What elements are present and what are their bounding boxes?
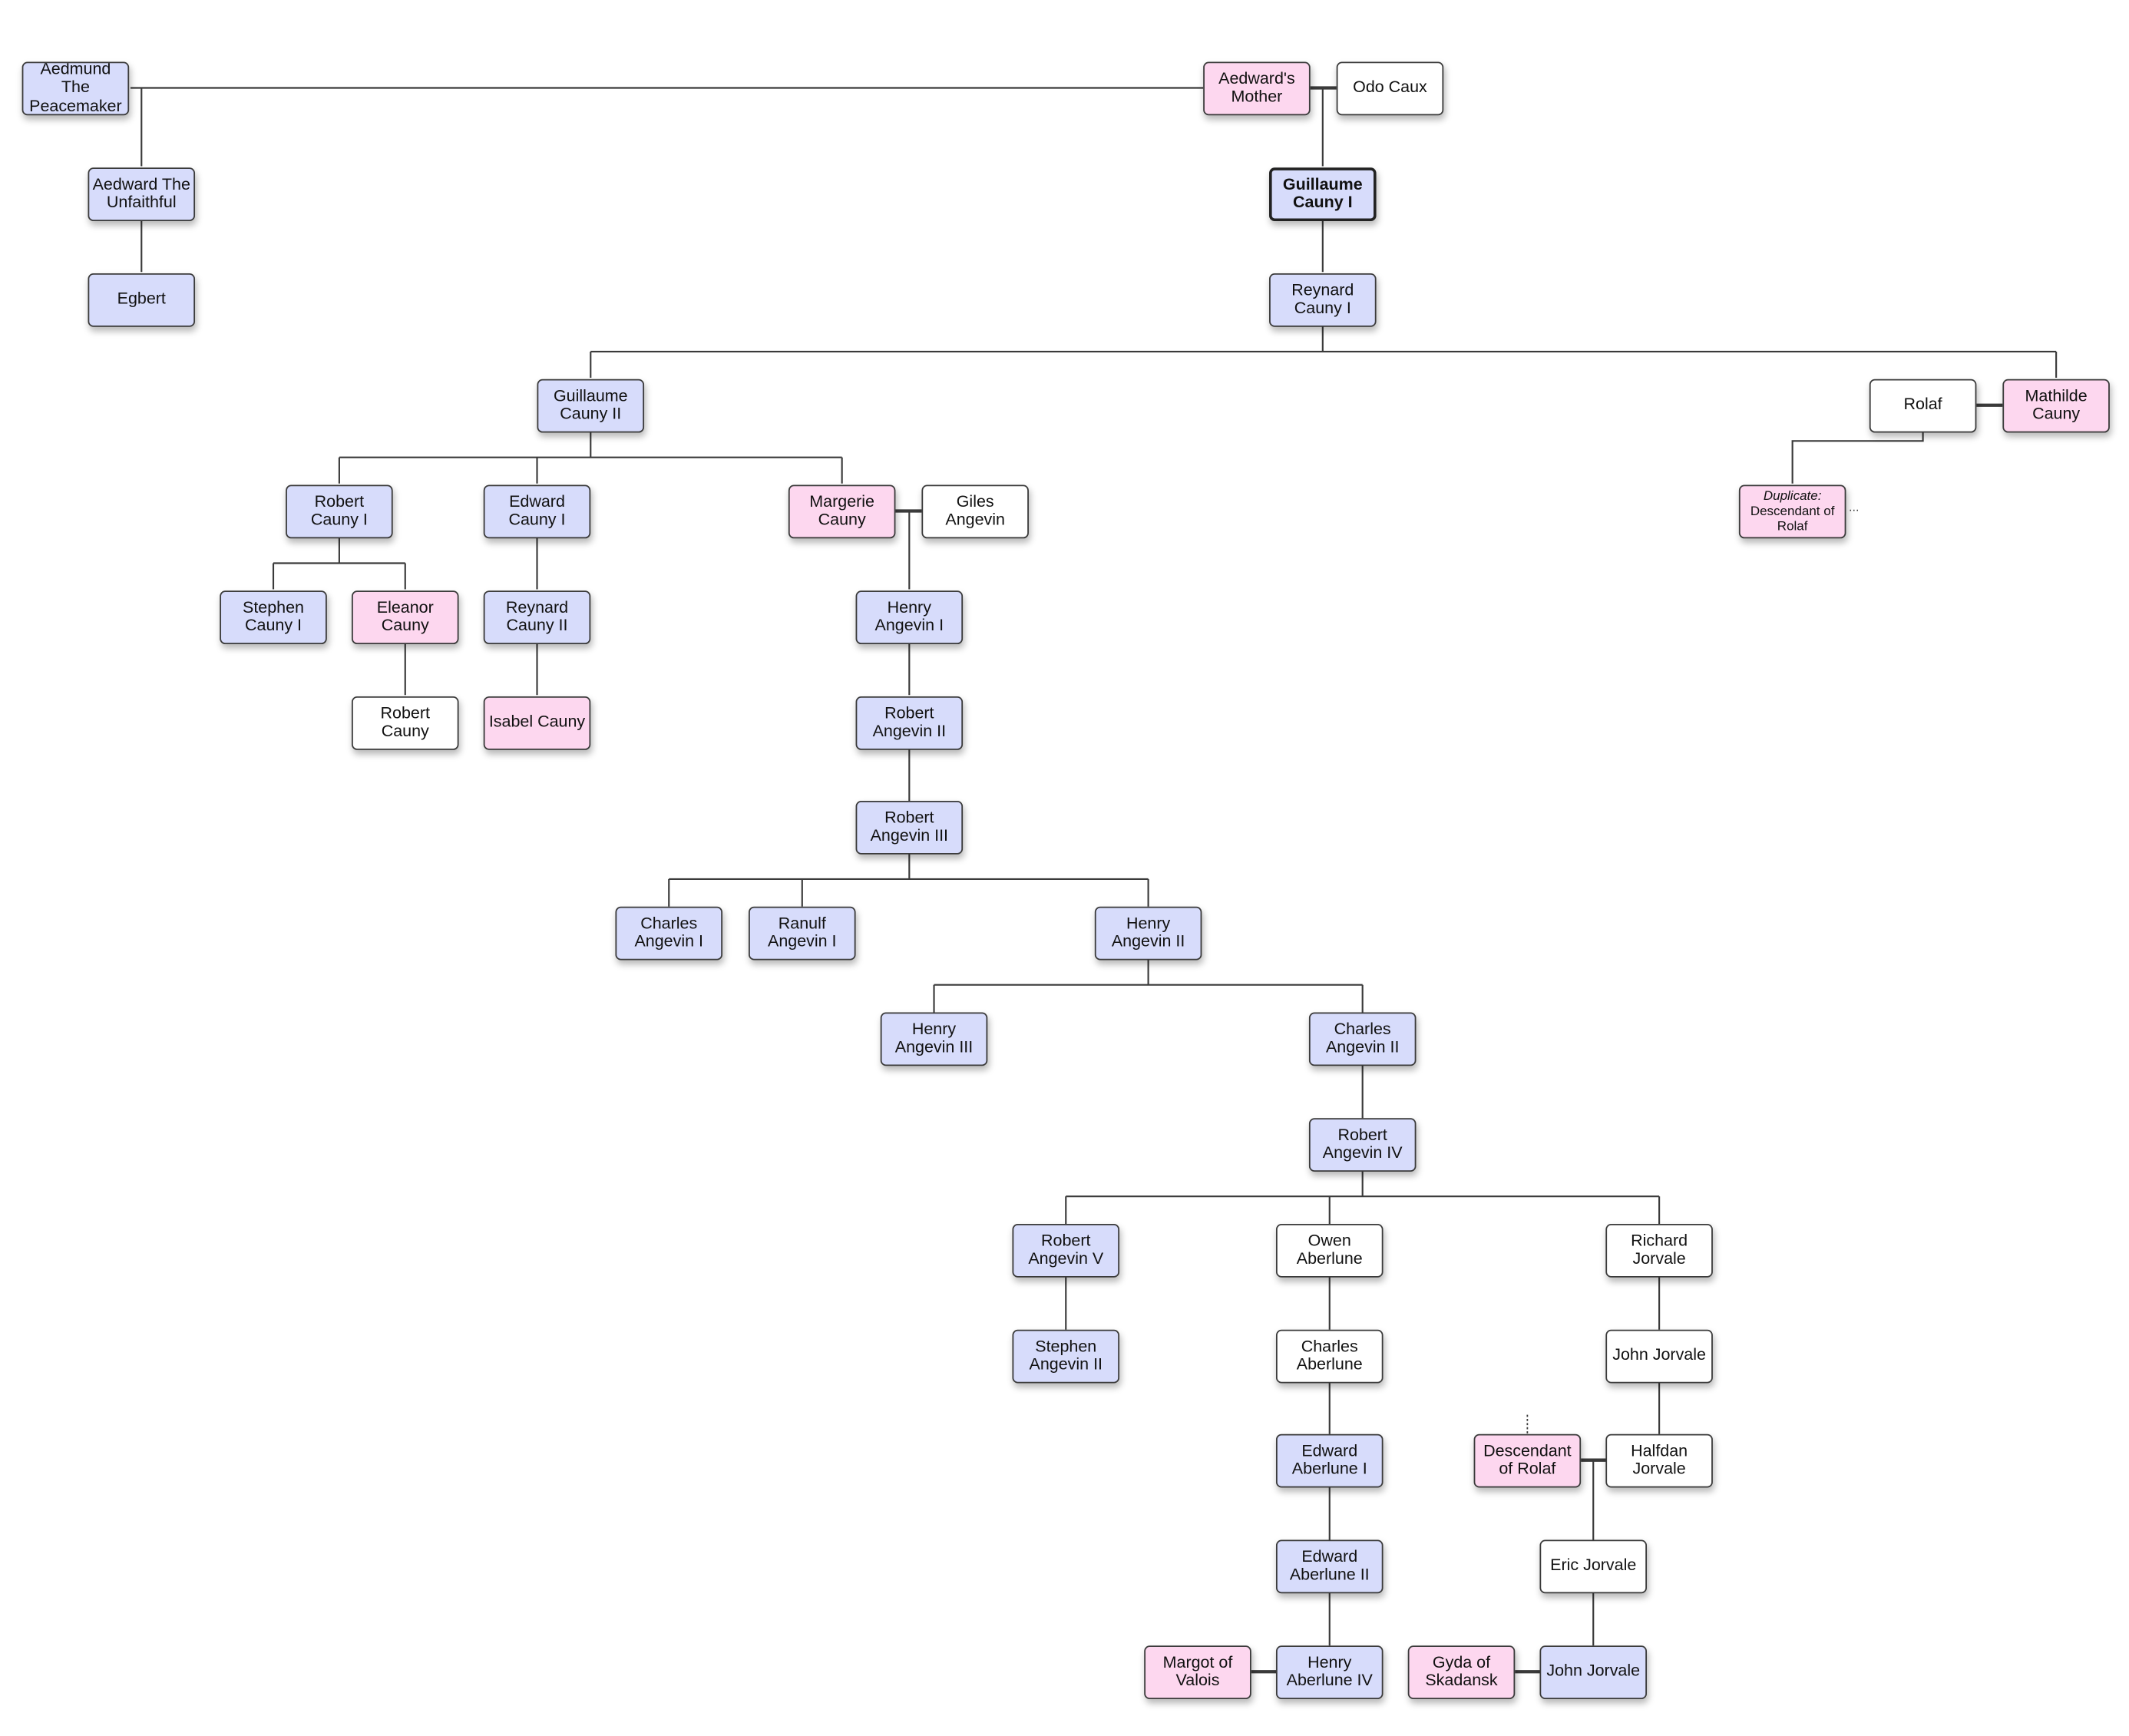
person-name: Henry Angevin III <box>894 1018 974 1056</box>
person-name: Guillaume Cauny I <box>1282 174 1363 212</box>
person-node[interactable]: Guillaume Cauny II <box>537 378 645 432</box>
person-node[interactable]: Halfdan Jorvale <box>1605 1433 1713 1487</box>
person-node[interactable]: Henry Angevin III <box>880 1011 988 1066</box>
person-node[interactable]: John Jorvale <box>1605 1328 1713 1383</box>
person-node[interactable]: Mathilde Cauny <box>2002 378 2110 432</box>
person-name: John Jorvale <box>1612 1344 1706 1364</box>
person-node[interactable]: Henry Angevin II <box>1094 905 1202 960</box>
person-node[interactable]: Duplicate:Descendant of Rolaf <box>1738 484 1846 538</box>
person-node[interactable]: Aedmund The Peacemaker <box>21 61 130 115</box>
person-node[interactable]: Ranulf Angevin I <box>749 905 856 960</box>
person-name: Henry Aberlune IV <box>1286 1652 1373 1690</box>
duplicate-label: Duplicate: <box>1763 488 1822 504</box>
person-node[interactable]: Eleanor Cauny <box>351 590 459 644</box>
person-name: Charles Angevin II <box>1325 1018 1400 1056</box>
person-node[interactable]: Eric Jorvale <box>1539 1539 1648 1593</box>
person-name: Descendant of Rolaf <box>1483 1440 1572 1478</box>
person-node[interactable]: Robert Angevin IV <box>1308 1117 1417 1172</box>
person-node[interactable]: Margerie Cauny <box>788 484 896 538</box>
expand-more-icon[interactable]: ... <box>1848 500 1860 514</box>
person-name: Aedmund The Peacemaker <box>29 61 122 115</box>
person-node[interactable]: Margot of Valois <box>1144 1645 1251 1699</box>
person-name: Margerie Cauny <box>809 491 875 529</box>
person-name: Charles Aberlune <box>1296 1335 1363 1374</box>
person-name: Robert Angevin V <box>1028 1230 1104 1268</box>
person-name: Aedward's Mother <box>1218 68 1295 106</box>
person-name: Edward Cauny I <box>508 491 566 529</box>
person-name: Eric Jorvale <box>1550 1555 1637 1575</box>
person-node[interactable]: Giles Angevin <box>921 484 1029 538</box>
person-name: Gyda of Skadansk <box>1425 1652 1498 1690</box>
person-node[interactable]: Reynard Cauny I <box>1269 273 1377 326</box>
person-name: Henry Angevin II <box>1111 912 1185 951</box>
person-node[interactable]: Aedward The Unfaithful <box>88 167 196 221</box>
person-node[interactable]: Descendant of Rolaf <box>1473 1433 1582 1487</box>
person-name: Odo Caux <box>1353 77 1427 97</box>
person-name: Ranulf Angevin I <box>767 912 837 951</box>
person-name: Margot of Valois <box>1162 1652 1233 1690</box>
person-node[interactable]: Guillaume Cauny I <box>1269 167 1377 221</box>
person-node[interactable]: Odo Caux <box>1336 61 1444 115</box>
person-name: Isabel Cauny <box>488 712 586 732</box>
person-node[interactable]: Edward Aberlune I <box>1275 1433 1384 1487</box>
person-name: Owen Aberlune <box>1296 1230 1363 1268</box>
person-node[interactable]: Charles Angevin II <box>1308 1011 1417 1066</box>
person-name: Richard Jorvale <box>1631 1230 1688 1268</box>
person-node[interactable]: Egbert <box>88 273 196 326</box>
person-name: Robert Cauny I <box>310 491 368 529</box>
person-name: Eleanor Cauny <box>376 597 434 635</box>
person-node[interactable]: Edward Aberlune II <box>1275 1539 1384 1593</box>
person-node[interactable]: Stephen Cauny I <box>220 590 327 644</box>
person-name: Robert Angevin III <box>870 807 949 845</box>
person-name: Robert Cauny <box>380 703 430 741</box>
connector-line <box>1791 431 1924 484</box>
person-node[interactable]: Robert Angevin III <box>855 800 964 854</box>
person-name: Henry Angevin I <box>874 597 944 635</box>
person-name: Robert Angevin IV <box>1322 1124 1403 1162</box>
person-name: Stephen Angevin II <box>1029 1335 1103 1374</box>
person-node[interactable]: Robert Angevin V <box>1012 1223 1120 1277</box>
person-node[interactable]: Isabel Cauny <box>483 696 591 749</box>
person-node[interactable]: Reynard Cauny II <box>483 590 591 644</box>
person-node[interactable]: Aedward's Mother <box>1203 61 1311 115</box>
person-node[interactable]: Charles Aberlune <box>1275 1328 1384 1383</box>
person-node[interactable]: Robert Cauny I <box>286 484 393 538</box>
person-node[interactable]: Edward Cauny I <box>483 484 591 538</box>
person-node[interactable]: Owen Aberlune <box>1275 1223 1384 1277</box>
person-name: Charles Angevin I <box>634 912 703 951</box>
person-name: Reynard Cauny II <box>505 597 569 635</box>
person-name: Edward Aberlune I <box>1291 1440 1367 1478</box>
person-name: Rolaf <box>1903 394 1942 414</box>
person-name: Guillaume Cauny II <box>553 385 628 424</box>
person-name: Robert Angevin II <box>872 703 947 741</box>
person-node[interactable]: Charles Angevin I <box>615 905 723 960</box>
person-name: John Jorvale <box>1546 1661 1641 1681</box>
person-name: Giles Angevin <box>945 491 1005 529</box>
person-node[interactable]: Henry Angevin I <box>855 590 964 644</box>
person-name: Reynard Cauny I <box>1291 279 1354 318</box>
person-node[interactable]: Gyda of Skadansk <box>1407 1645 1516 1699</box>
person-name: Egbert <box>117 289 166 309</box>
person-name: Edward Aberlune II <box>1289 1546 1370 1584</box>
person-node[interactable]: Rolaf <box>1869 378 1977 432</box>
person-name: Stephen Cauny I <box>243 597 305 635</box>
person-name: Mathilde Cauny <box>2025 385 2088 424</box>
person-name: Descendant of Rolaf <box>1750 503 1835 534</box>
person-node[interactable]: Robert Angevin II <box>855 696 964 749</box>
person-node[interactable]: John Jorvale <box>1539 1645 1648 1699</box>
person-node[interactable]: Richard Jorvale <box>1605 1223 1713 1277</box>
person-node[interactable]: Stephen Angevin II <box>1012 1328 1120 1383</box>
person-node[interactable]: Robert Cauny <box>351 696 459 749</box>
person-name: Aedward The Unfaithful <box>92 174 190 212</box>
person-name: Halfdan Jorvale <box>1631 1440 1688 1478</box>
person-node[interactable]: Henry Aberlune IV <box>1275 1645 1384 1699</box>
